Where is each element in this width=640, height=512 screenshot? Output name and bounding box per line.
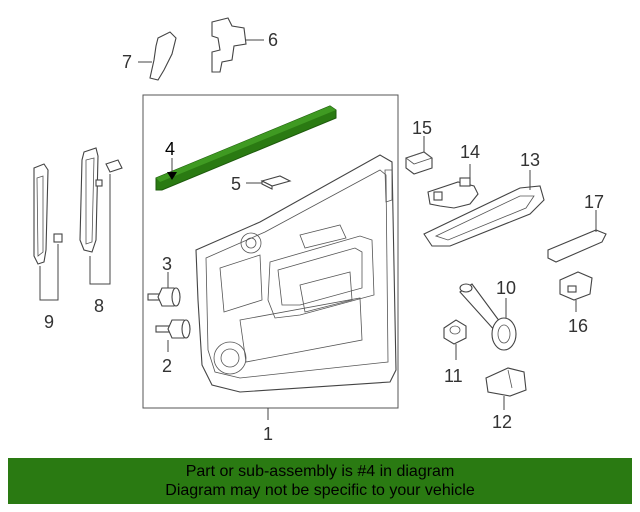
part-17-strip[interactable] — [547, 229, 607, 263]
info-banner: Part or sub-assembly is #4 in diagram Di… — [8, 458, 632, 504]
part-14-bracket[interactable] — [427, 177, 479, 209]
part-8-garnish[interactable] — [79, 147, 123, 253]
part-5-clip[interactable] — [260, 175, 292, 190]
banner-line-1: Part or sub-assembly is #4 in diagram — [185, 463, 455, 480]
callout-16: 16 — [568, 316, 588, 336]
callout-11: 11 — [444, 366, 463, 386]
arrow-4 — [167, 172, 177, 180]
callout-12: 12 — [492, 412, 512, 432]
part-9-garnish[interactable] — [33, 163, 63, 265]
callout-7: 7 — [122, 52, 132, 72]
callout-13: 13 — [520, 150, 540, 170]
callout-2: 2 — [162, 356, 172, 376]
part-11-cap[interactable] — [443, 319, 467, 345]
callout-6: 6 — [268, 30, 278, 50]
part-15-cap[interactable] — [405, 151, 433, 175]
part-2-screw[interactable] — [155, 319, 191, 339]
part-10-handle[interactable] — [459, 283, 517, 351]
assembly-frame — [142, 94, 399, 409]
parts-diagram: 4 5 6 7 9 8 3 — [33, 17, 607, 444]
callout-10: 10 — [496, 278, 516, 298]
callout-1: 1 — [263, 424, 273, 444]
part-12-bracket[interactable] — [485, 367, 527, 397]
part-7-clip[interactable] — [149, 31, 177, 81]
part-3-screw[interactable] — [147, 287, 181, 307]
callout-3: 3 — [162, 254, 172, 274]
callout-17: 17 — [584, 192, 604, 212]
banner-line-2: Diagram may not be specific to your vehi… — [165, 482, 475, 499]
callout-4: 4 — [165, 139, 175, 159]
callout-5: 5 — [231, 174, 241, 194]
part-16-clip[interactable] — [559, 271, 593, 301]
callout-8: 8 — [94, 296, 104, 316]
door-trim-panel — [195, 154, 397, 393]
callout-9: 9 — [44, 312, 54, 332]
callout-14: 14 — [460, 142, 480, 162]
part-13-panel[interactable] — [423, 185, 545, 247]
part-4-weatherstrip[interactable] — [155, 105, 337, 191]
callout-15: 15 — [412, 118, 432, 138]
part-6-bracket[interactable] — [211, 17, 247, 73]
